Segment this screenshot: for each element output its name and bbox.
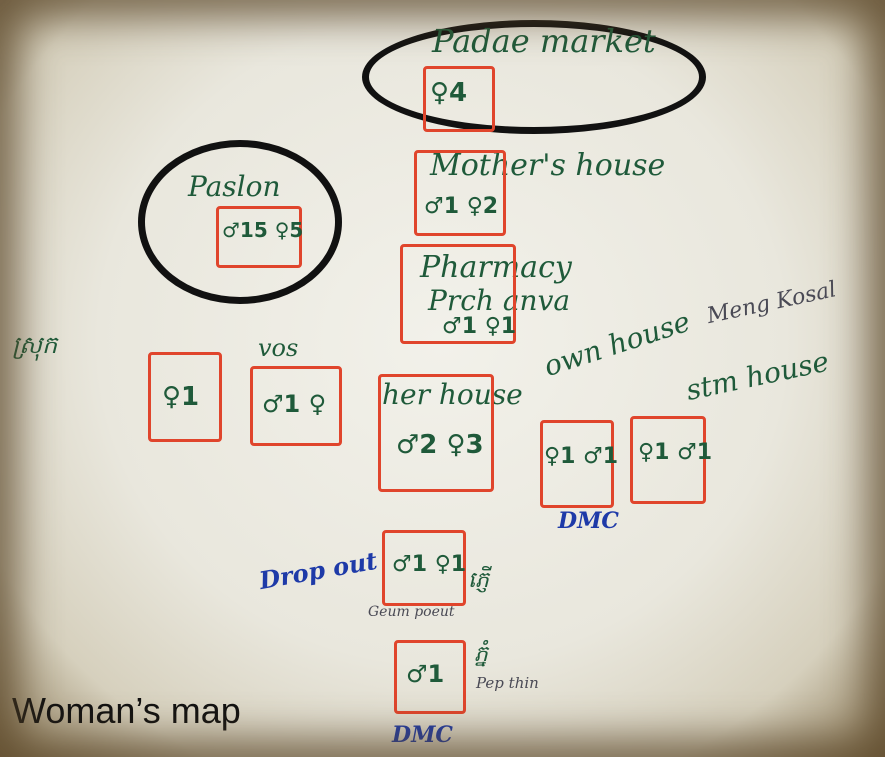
- drop-out-box: [382, 530, 466, 606]
- pharmacy-symbols: ♂1 ♀1: [442, 314, 517, 339]
- pep-thin-label: Pep thin: [476, 674, 539, 692]
- neighbor-name: Meng Kosal: [704, 277, 839, 329]
- mothers-house-label: Mother's house: [430, 148, 666, 183]
- pastor-circle: [138, 140, 342, 304]
- her-house-box: [378, 374, 494, 492]
- bottom-box: [394, 640, 466, 714]
- khmer-label-1: ភ្ញើ: [468, 568, 489, 593]
- dmc-label-2: DMC: [392, 722, 453, 748]
- market-box: [423, 66, 495, 132]
- her-house-label: her house: [382, 378, 523, 411]
- pastor-symbols: ♂15 ♀5: [222, 218, 304, 242]
- market-circle: [362, 20, 706, 134]
- bottom-box-symbols: ♂1: [406, 660, 445, 688]
- market-symbols: ♀4: [430, 78, 468, 108]
- vos-label: vos: [258, 334, 299, 362]
- left-khmer-label: ស្រុក: [12, 331, 58, 359]
- mothers-house-symbols: ♂1 ♀2: [424, 194, 499, 219]
- pharmacy-label-2: Prch anva: [428, 284, 571, 317]
- drop-out-label: Drop out: [256, 545, 380, 595]
- geum-point-label: Geum poeut: [368, 604, 455, 620]
- her-house-symbols: ♂2 ♀3: [396, 430, 484, 460]
- own-house-box: [540, 420, 614, 508]
- pharmacy-label-1: Pharmacy: [420, 250, 572, 285]
- pastor-box: [216, 206, 302, 268]
- pastor-label: Paslon: [188, 170, 281, 203]
- left-box-symbols: ♀1: [162, 382, 200, 412]
- dmc-label-1: DMC: [558, 508, 619, 534]
- left-box: [148, 352, 222, 442]
- vos-box: [250, 366, 342, 446]
- khmer-label-2: ភ្នំ: [474, 642, 488, 667]
- stm-house-box: [630, 416, 706, 504]
- pharmacy-box: [400, 244, 516, 344]
- vos-box-symbols: ♂1 ♀: [262, 390, 327, 418]
- map-caption: Woman’s map: [12, 690, 241, 731]
- own-house-symbols: ♀1 ♂1: [544, 444, 619, 469]
- stm-house-label: stm house: [683, 344, 832, 407]
- mothers-house-box: [414, 150, 506, 236]
- drop-out-symbols: ♂1 ♀1: [392, 552, 467, 577]
- market-label: Padae market: [432, 22, 656, 60]
- stm-house-symbols: ♀1 ♂1: [638, 440, 713, 465]
